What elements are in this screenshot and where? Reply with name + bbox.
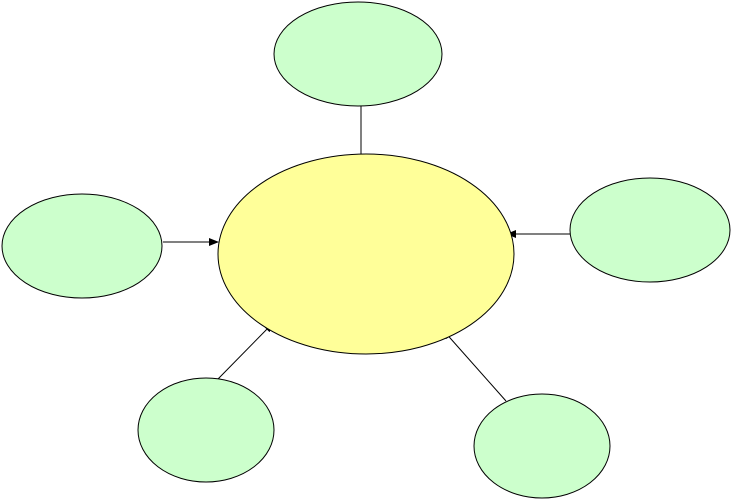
satellite-node-right[interactable] bbox=[569, 177, 731, 283]
satellite-node-right-shape[interactable] bbox=[569, 177, 731, 283]
center-node[interactable] bbox=[217, 153, 515, 355]
satellite-node-bottom-left-shape[interactable] bbox=[137, 377, 275, 483]
arrow-bottom-left-to-center bbox=[217, 322, 274, 380]
center-node-shape[interactable] bbox=[217, 153, 515, 355]
arrow-bottom-right-to-center bbox=[442, 329, 507, 402]
satellite-node-bottom-right-shape[interactable] bbox=[473, 393, 611, 499]
satellite-node-bottom-right[interactable] bbox=[473, 393, 611, 499]
satellite-node-left[interactable] bbox=[1, 193, 163, 299]
satellite-node-left-shape[interactable] bbox=[1, 193, 163, 299]
satellite-node-top-shape[interactable] bbox=[273, 1, 443, 107]
satellite-node-top[interactable] bbox=[273, 1, 443, 107]
satellite-node-bottom-left[interactable] bbox=[137, 377, 275, 483]
